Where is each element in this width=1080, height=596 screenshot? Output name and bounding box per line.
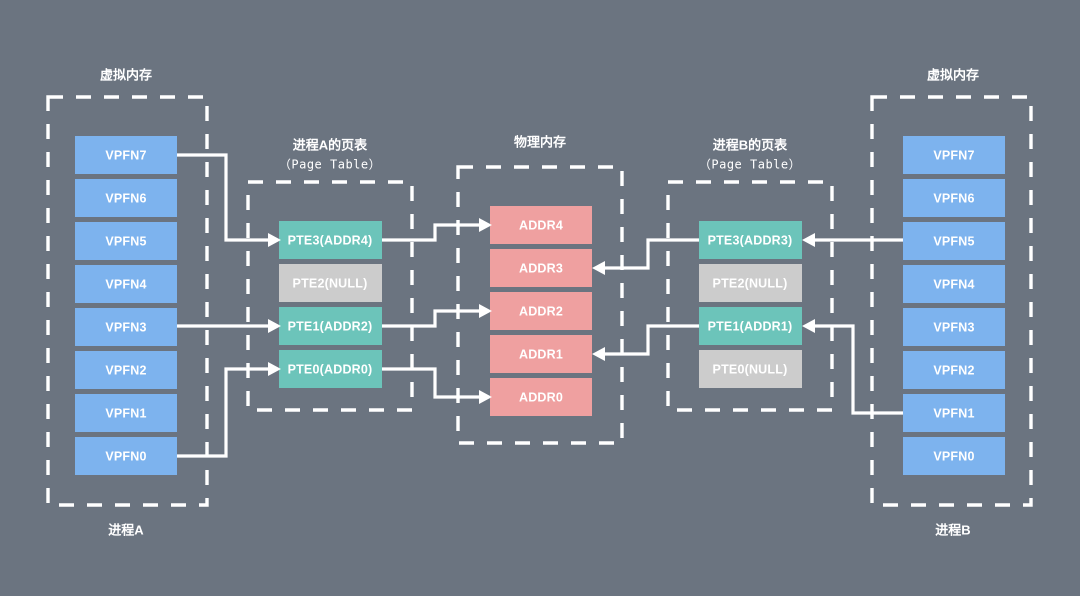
vpfn-cell-a-6[interactable]: VPFN1 [75,394,177,432]
frame-cell-0[interactable]: ADDR0 [490,378,592,416]
connector-pte3a-to-addr4 [382,218,492,242]
vpfn-cell-a-0-label: VPFN7 [105,148,146,162]
pte-cell-b-3-label: PTE3(ADDR3) [708,233,793,247]
page-table-a-title: 进程A的页表 [293,137,368,152]
pte-cell-b-0-label: PTE0(NULL) [713,362,788,376]
vpfn-cell-a-7[interactable]: VPFN0 [75,437,177,475]
page-table-a-group: 进程A的页表 （Page Table） PTE3(ADDR4) PTE2(NUL… [246,137,414,412]
vpfn-cell-a-3-label: VPFN4 [105,277,146,291]
connector-pte0a-to-addr0 [382,367,492,404]
pte-cell-b-2[interactable]: PTE2(NULL) [699,264,802,302]
vpfn-cell-a-3[interactable]: VPFN4 [75,265,177,303]
vpfn-cell-a-6-label: VPFN1 [105,406,146,420]
frame-cell-4-label: ADDR4 [519,218,563,232]
vpfn-cell-b-4[interactable]: VPFN3 [903,308,1005,346]
pte-cell-b-3[interactable]: PTE3(ADDR3) [699,221,802,259]
vpfn-cell-b-6-label: VPFN1 [933,406,974,420]
connectors-process-b-pte-to-physical [592,238,699,361]
frame-cell-0-label: ADDR0 [519,390,563,404]
connectors-process-a-vpfn-to-pte [177,153,281,458]
vpfn-cell-b-6[interactable]: VPFN1 [903,394,1005,432]
vpfn-cell-a-0[interactable]: VPFN7 [75,136,177,174]
pte-cell-b-1[interactable]: PTE1(ADDR1) [699,307,802,345]
vpfn-cell-b-5-label: VPFN2 [933,363,974,377]
physical-memory-boundary [456,165,624,445]
frame-cell-2-label: ADDR2 [519,304,563,318]
page-table-b-title: 进程B的页表 [713,137,788,152]
connectors-process-b-vpfn-to-pte [802,233,903,415]
frame-cell-3-label: ADDR3 [519,261,563,275]
frame-cell-4[interactable]: ADDR4 [490,206,592,244]
pte-cell-a-2[interactable]: PTE2(NULL) [279,264,382,302]
connector-pte3b-to-addr3 [592,238,699,275]
right-virtual-memory-title: 虚拟内存 [927,67,979,82]
connector-pte1a-to-addr2 [382,304,492,328]
right-virtual-memory-boundary [870,95,1033,507]
pte-cell-a-3-label: PTE3(ADDR4) [288,233,373,247]
pte-cell-a-0[interactable]: PTE0(ADDR0) [279,350,382,388]
vpfn-cell-b-3-label: VPFN4 [933,277,974,291]
pte-cell-b-1-label: PTE1(ADDR1) [708,319,793,333]
pte-cell-a-1[interactable]: PTE1(ADDR2) [279,307,382,345]
vpfn-cell-a-1-label: VPFN6 [105,191,146,205]
pte-cell-a-0-label: PTE0(ADDR0) [288,362,373,376]
vpfn-cell-b-3[interactable]: VPFN4 [903,265,1005,303]
vpfn-cell-b-0-label: VPFN7 [933,148,974,162]
vpfn-cell-b-2[interactable]: VPFN5 [903,222,1005,260]
vpfn-cell-b-5[interactable]: VPFN2 [903,351,1005,389]
vpfn-cell-a-5-label: VPFN2 [105,363,146,377]
page-table-b-group: 进程B的页表 （Page Table） PTE3(ADDR3) PTE2(NUL… [666,137,834,412]
vpfn-cell-b-7-label: VPFN0 [933,449,974,463]
vpfn-cell-b-7[interactable]: VPFN0 [903,437,1005,475]
connector-vpfn1-to-pte1b [802,319,903,415]
vpfn-cell-b-4-label: VPFN3 [933,320,974,334]
process-b-label: 进程B [935,522,970,537]
vpfn-cell-a-2-label: VPFN5 [105,234,146,248]
connector-vpfn0-to-pte0 [177,362,281,458]
process-a-label: 进程A [108,522,144,537]
connectors-process-a-pte-to-physical [382,218,492,404]
physical-memory-group: 物理内存 ADDR4 ADDR3 ADDR2 ADDR1 ADDR0 [456,134,624,445]
vpfn-cell-b-1[interactable]: VPFN6 [903,179,1005,217]
left-virtual-memory-boundary [46,95,209,507]
vpfn-cell-b-2-label: VPFN5 [933,234,974,248]
page-table-b-subtitle: （Page Table） [699,158,801,172]
frame-cell-2[interactable]: ADDR2 [490,292,592,330]
vpfn-cell-a-4-label: VPFN3 [105,320,146,334]
pte-cell-b-0[interactable]: PTE0(NULL) [699,350,802,388]
pte-cell-a-1-label: PTE1(ADDR2) [288,319,373,333]
frame-cell-1-label: ADDR1 [519,347,563,361]
pte-cell-a-3[interactable]: PTE3(ADDR4) [279,221,382,259]
frame-cell-1[interactable]: ADDR1 [490,335,592,373]
physical-memory-title: 物理内存 [514,134,566,149]
left-virtual-memory-title: 虚拟内存 [100,67,152,82]
pte-cell-b-2-label: PTE2(NULL) [713,276,788,290]
vpfn-cell-a-1[interactable]: VPFN6 [75,179,177,217]
vpfn-cell-b-0[interactable]: VPFN7 [903,136,1005,174]
left-virtual-memory-group: 虚拟内存 VPFN7 VPFN6 VPFN5 VPFN4 VPFN3 [46,67,209,537]
vpfn-cell-a-4[interactable]: VPFN3 [75,308,177,346]
right-virtual-memory-group: 虚拟内存 VPFN7 VPFN6 VPFN5 VPFN4 VPFN3 [870,67,1033,537]
vpfn-cell-a-7-label: VPFN0 [105,449,146,463]
connector-vpfn7-to-pte3 [177,153,281,247]
vpfn-cell-a-5[interactable]: VPFN2 [75,351,177,389]
vpfn-cell-a-2[interactable]: VPFN5 [75,222,177,260]
vpfn-cell-b-1-label: VPFN6 [933,191,974,205]
connector-vpfn3-to-pte1 [177,319,281,333]
connector-pte1b-to-addr1 [592,324,699,361]
pte-cell-a-2-label: PTE2(NULL) [293,276,368,290]
page-table-a-subtitle: （Page Table） [279,158,381,172]
frame-cell-3[interactable]: ADDR3 [490,249,592,287]
connector-vpfn5-to-pte3b [802,233,903,247]
